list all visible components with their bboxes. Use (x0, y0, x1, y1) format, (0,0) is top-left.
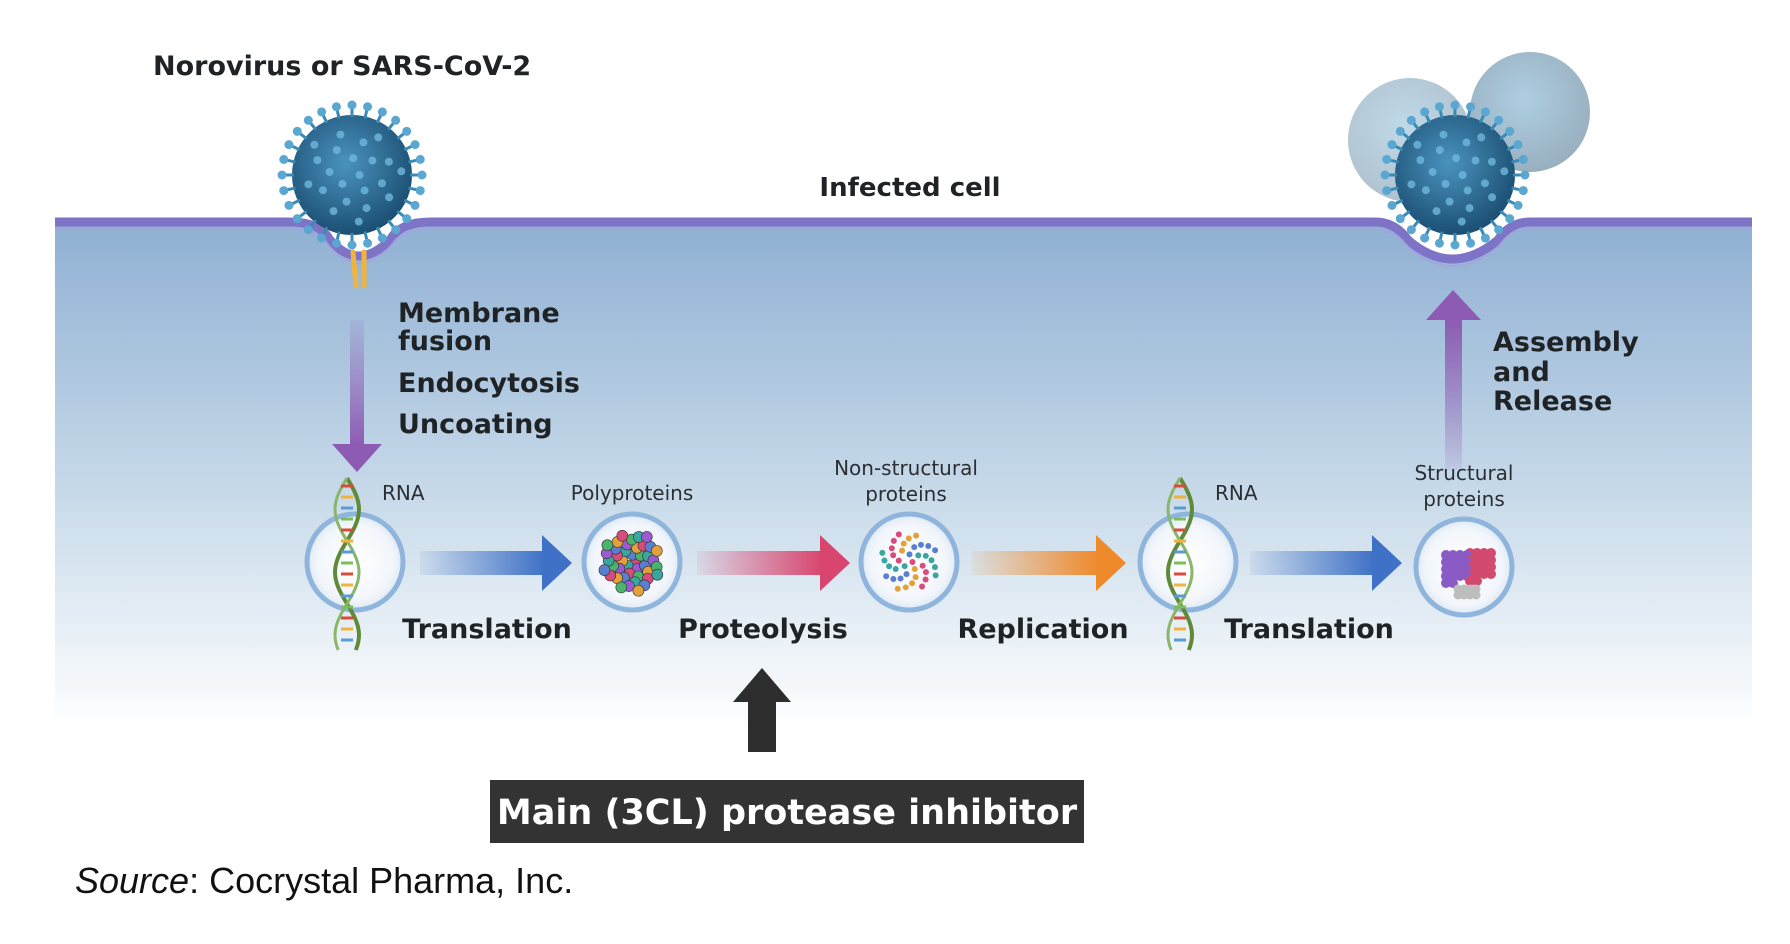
exit-arrow-shaft (1445, 318, 1462, 470)
spike-cluster-icon (1380, 100, 1530, 250)
structural-protein-icon (1441, 548, 1496, 600)
entry-step-3: Uncoating (398, 409, 553, 440)
process-arrow-1: Translation (402, 535, 572, 645)
polyprotein-cluster-icon (598, 529, 664, 597)
node-1: RNA (304, 476, 425, 651)
entry-arrow-head (332, 444, 382, 472)
virus-title: Norovirus or SARS-CoV-2 (153, 51, 531, 82)
node-3-label: Non-structural (834, 456, 978, 480)
cell-body (55, 222, 1752, 730)
node-5-label: Structural (1415, 461, 1514, 485)
node-4-label: RNA (1215, 481, 1258, 505)
exit-step-2: and (1493, 357, 1550, 388)
node-2-label: Polyproteins (571, 481, 694, 505)
node-3-label: proteins (865, 482, 947, 506)
process-arrow-3: Replication (957, 535, 1129, 645)
process-label-4: Translation (1224, 614, 1394, 645)
cell-label: Infected cell (819, 173, 1000, 203)
process-label-1: Translation (402, 614, 572, 645)
spike-cluster-icon (277, 100, 427, 250)
receptor-icon (350, 249, 367, 289)
node-5-label: proteins (1423, 487, 1505, 511)
process-label-3: Replication (957, 614, 1128, 645)
process-label-2: Proteolysis (678, 614, 848, 645)
node-2: Polyproteins (571, 481, 694, 613)
source-suffix: : Cocrystal Pharma, Inc. (189, 860, 574, 901)
exit-step-1: Assembly (1493, 327, 1639, 358)
rna-helix-icon (333, 476, 361, 651)
exit-step-3: Release (1493, 386, 1612, 417)
source-credit: Source: Cocrystal Pharma, Inc. (75, 860, 573, 902)
inhibitor-arrow-shaft (748, 700, 776, 752)
node-4: RNA (1137, 476, 1258, 651)
entry-step-2: Endocytosis (398, 368, 580, 399)
virus-particle-entry-icon (292, 115, 412, 235)
rna-helix-icon (1166, 476, 1194, 651)
entry-step-1: Membrane (398, 298, 560, 329)
scattered-proteins-icon (879, 531, 939, 592)
process-arrow-2: Proteolysis (678, 535, 850, 645)
source-prefix: Source (75, 860, 190, 901)
entry-arrow-shaft (350, 320, 364, 445)
virus-particle-exit-icon (1395, 115, 1515, 235)
inhibitor-box (490, 780, 1084, 843)
inhibitor-arrow-head (733, 668, 791, 702)
entry-step-1b: fusion (398, 326, 492, 357)
node-1-label: RNA (382, 481, 425, 505)
process-arrow-4: Translation (1224, 535, 1402, 645)
cell-membrane (55, 217, 1752, 264)
inhibitor-label: Main (3CL) protease inhibitor (497, 793, 1078, 833)
exit-arrow-head (1426, 290, 1481, 320)
